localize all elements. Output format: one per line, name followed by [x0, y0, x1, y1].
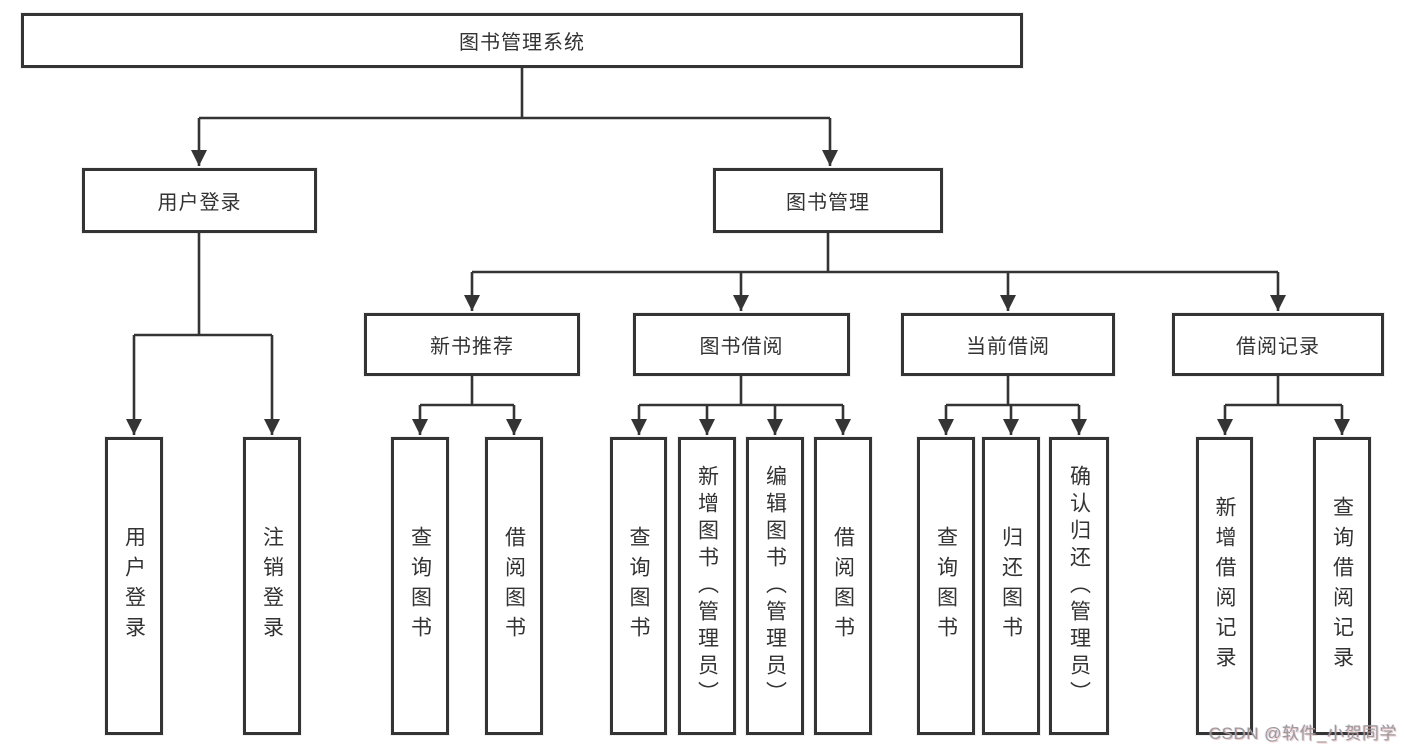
leaf-query-borrow-record: 查询借阅记录 [1313, 437, 1371, 735]
node-label: 图书借阅 [699, 336, 784, 358]
leaf-label: 借阅图书 [502, 526, 526, 646]
leaf-add-borrow-record: 新增借阅记录 [1196, 437, 1253, 735]
leaf-label: 新增图书（管理员） [695, 464, 719, 708]
leaf-user-login: 用户登录 [105, 437, 163, 735]
leaf-confirm-return-admin: 确认归还（管理员） [1049, 437, 1109, 735]
node-label: 用户登录 [157, 192, 242, 214]
leaf-query-books-recommend: 查询图书 [391, 437, 449, 735]
leaf-label: 新增借阅记录 [1213, 496, 1236, 676]
leaf-label: 注销登录 [260, 526, 284, 646]
leaf-return-books: 归还图书 [982, 437, 1040, 735]
node-label: 图书管理系统 [459, 32, 585, 54]
node-label: 借阅记录 [1236, 336, 1320, 358]
leaf-logout: 注销登录 [243, 437, 301, 735]
leaf-label: 用户登录 [122, 526, 146, 646]
node-borrow-records: 借阅记录 [1172, 313, 1384, 376]
leaf-label: 确认归还（管理员） [1067, 464, 1091, 708]
node-label: 新书推荐 [430, 336, 514, 358]
leaf-label: 查询借阅记录 [1330, 496, 1354, 676]
node-current-borrow: 当前借阅 [901, 313, 1115, 376]
leaf-label: 归还图书 [999, 526, 1023, 646]
csdn-watermark: CSDN @软件_小贺同学 [1208, 724, 1397, 743]
leaf-label: 查询图书 [627, 526, 650, 646]
leaf-edit-books-admin: 编辑图书（管理员） [746, 437, 804, 735]
node-label: 当前借阅 [966, 336, 1050, 358]
node-library-management-system: 图书管理系统 [21, 13, 1023, 68]
leaf-label: 编辑图书（管理员） [763, 464, 787, 708]
leaf-label: 查询图书 [408, 526, 432, 646]
leaf-label: 查询图书 [934, 526, 958, 646]
node-new-book-recommend: 新书推荐 [364, 313, 580, 376]
leaf-borrow-books-recommend: 借阅图书 [485, 437, 543, 735]
node-label: 图书管理 [786, 192, 870, 214]
node-user-login: 用户登录 [82, 168, 317, 233]
leaf-borrow-books: 借阅图书 [814, 437, 872, 735]
node-book-borrow: 图书借阅 [633, 313, 850, 376]
leaf-label: 借阅图书 [831, 526, 855, 646]
leaf-query-books-current: 查询图书 [917, 437, 975, 735]
leaf-add-books-admin: 新增图书（管理员） [678, 437, 736, 735]
leaf-query-books-borrow: 查询图书 [610, 437, 667, 735]
node-book-management: 图书管理 [713, 168, 943, 233]
